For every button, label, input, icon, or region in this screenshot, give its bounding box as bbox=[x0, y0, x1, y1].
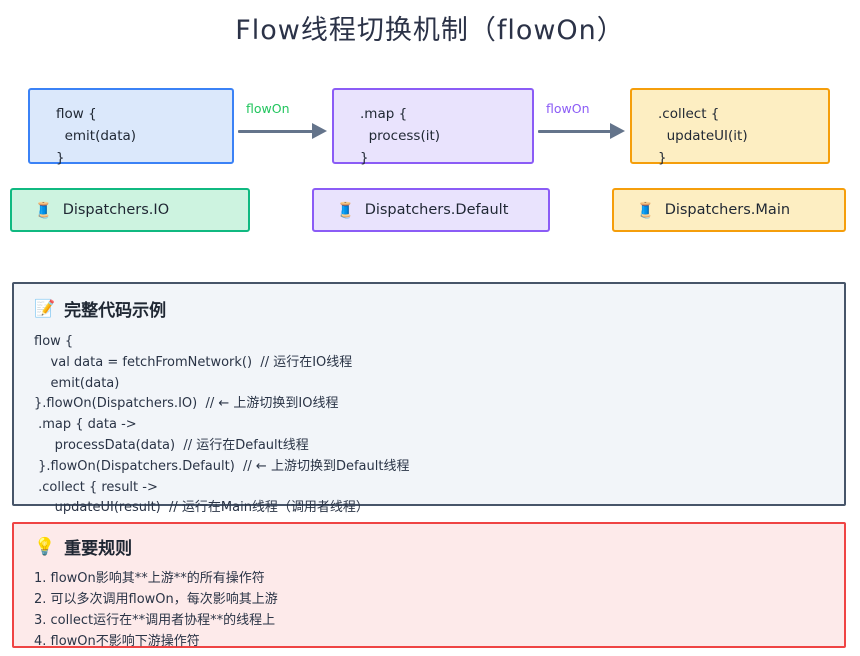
rules-panel-title: 重要规则 bbox=[64, 539, 133, 559]
rules-list: 1. flowOn影响其**上游**的所有操作符 2. 可以多次调用flowOn… bbox=[34, 571, 278, 650]
thread-spool-icon: 🧵 bbox=[34, 200, 53, 219]
arrow-shaft-icon bbox=[238, 130, 314, 133]
arrow-map-to-collect: flowOn bbox=[538, 101, 628, 144]
memo-icon: 📝 bbox=[34, 298, 56, 319]
rules-panel-heading: 💡 重要规则 bbox=[34, 534, 844, 560]
dispatcher-label-main: Dispatchers.Main bbox=[664, 202, 791, 218]
code-block: flow { val data = fetchFromNetwork() // … bbox=[34, 334, 410, 536]
dispatcher-chip-main: 🧵 Dispatchers.Main bbox=[612, 188, 846, 232]
stage-box-flow: flow { emit(data) } bbox=[28, 88, 234, 166]
arrow-flow-to-map: flowOn bbox=[238, 101, 330, 144]
lightbulb-icon: 💡 bbox=[34, 536, 56, 557]
arrow-shaft-icon bbox=[538, 130, 612, 133]
thread-spool-icon: 🧵 bbox=[336, 200, 355, 219]
arrow-label-flowon-1: flowOn bbox=[246, 101, 290, 116]
page-title: Flow线程切换机制（flowOn） bbox=[235, 15, 625, 46]
code-panel-heading: 📝 完整代码示例 bbox=[34, 296, 844, 322]
important-rules-panel: 💡 重要规则 1. flowOn影响其**上游**的所有操作符 2. 可以多次调… bbox=[12, 522, 846, 649]
code-panel-title: 完整代码示例 bbox=[64, 301, 167, 321]
dispatcher-label-default: Dispatchers.Default bbox=[364, 202, 509, 218]
stage-box-map: .map { process(it) } bbox=[332, 88, 534, 166]
arrow-label-flowon-2: flowOn bbox=[546, 101, 590, 116]
code-example-panel: 📝 完整代码示例 flow { val data = fetchFromNetw… bbox=[12, 282, 846, 536]
dispatcher-label-io: Dispatchers.IO bbox=[62, 202, 170, 218]
stage-box-collect: .collect { updateUI(it) } bbox=[630, 88, 830, 166]
arrow-head-icon bbox=[610, 123, 625, 139]
arrow-head-icon bbox=[312, 123, 327, 139]
dispatcher-chip-io: 🧵 Dispatchers.IO bbox=[10, 188, 250, 232]
thread-spool-icon: 🧵 bbox=[636, 200, 655, 219]
dispatcher-chip-default: 🧵 Dispatchers.Default bbox=[312, 188, 550, 232]
